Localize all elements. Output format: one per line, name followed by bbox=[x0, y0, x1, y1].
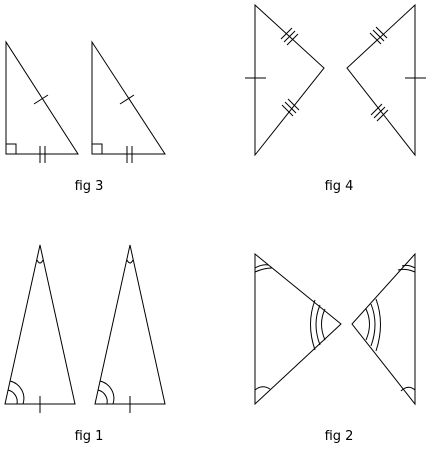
base-angle-arc bbox=[9, 380, 25, 405]
fig2-left-triangle bbox=[254, 252, 342, 406]
side-tick bbox=[376, 109, 389, 122]
side-tick bbox=[373, 106, 386, 119]
top-angle-arc bbox=[397, 268, 416, 273]
bottom-angle-arc bbox=[254, 386, 271, 391]
side-tick bbox=[372, 29, 385, 42]
side-angle-arc bbox=[315, 304, 321, 346]
side-tick bbox=[284, 101, 297, 114]
fig2-group: fig 2 bbox=[254, 252, 416, 444]
side-tick bbox=[280, 27, 293, 40]
side-tick bbox=[370, 103, 383, 116]
side-tick bbox=[287, 98, 300, 111]
fig4-caption: fig 4 bbox=[325, 179, 354, 194]
fig1-group: fig 1 bbox=[4, 244, 166, 444]
fig2-right-triangle bbox=[351, 252, 416, 406]
side-tick bbox=[283, 30, 296, 43]
fig3-right-triangle bbox=[91, 40, 166, 163]
side-angle-arc bbox=[365, 308, 370, 341]
side-angle-arc bbox=[310, 299, 316, 351]
base-angle-arc bbox=[97, 389, 108, 405]
fig1-right-triangle bbox=[94, 244, 166, 413]
fig3-left-triangle bbox=[5, 40, 79, 163]
base-angle-arc bbox=[7, 389, 18, 405]
side-angle-arc bbox=[321, 308, 326, 341]
fig4-right-triangle bbox=[346, 3, 426, 157]
right-angle-mark bbox=[6, 143, 17, 154]
base-angle-arc bbox=[99, 380, 115, 405]
hypotenuse-tick bbox=[119, 94, 135, 105]
side-tick bbox=[369, 32, 382, 45]
top-angle-arc bbox=[401, 264, 416, 269]
fig4-group: fig 4 bbox=[245, 3, 426, 194]
fig1-left-triangle bbox=[4, 244, 76, 413]
fig3-group: fig 3 bbox=[5, 40, 166, 194]
top-angle-arc bbox=[254, 264, 269, 269]
side-angle-arc bbox=[375, 298, 381, 352]
fig4-left-triangle bbox=[245, 3, 325, 157]
right-angle-mark bbox=[92, 143, 103, 154]
side-angle-arc bbox=[370, 303, 376, 347]
hypotenuse-tick bbox=[33, 94, 49, 105]
fig2-caption: fig 2 bbox=[325, 429, 354, 444]
fig1-caption: fig 1 bbox=[75, 429, 104, 444]
apex-angle-arc bbox=[126, 259, 134, 264]
apex-angle-arc bbox=[36, 259, 44, 264]
side-tick bbox=[281, 104, 294, 117]
bottom-angle-arc bbox=[400, 386, 416, 392]
top-angle-arc bbox=[254, 267, 273, 273]
side-tick bbox=[375, 26, 388, 39]
fig3-caption: fig 3 bbox=[75, 179, 104, 194]
side-tick bbox=[286, 33, 299, 46]
